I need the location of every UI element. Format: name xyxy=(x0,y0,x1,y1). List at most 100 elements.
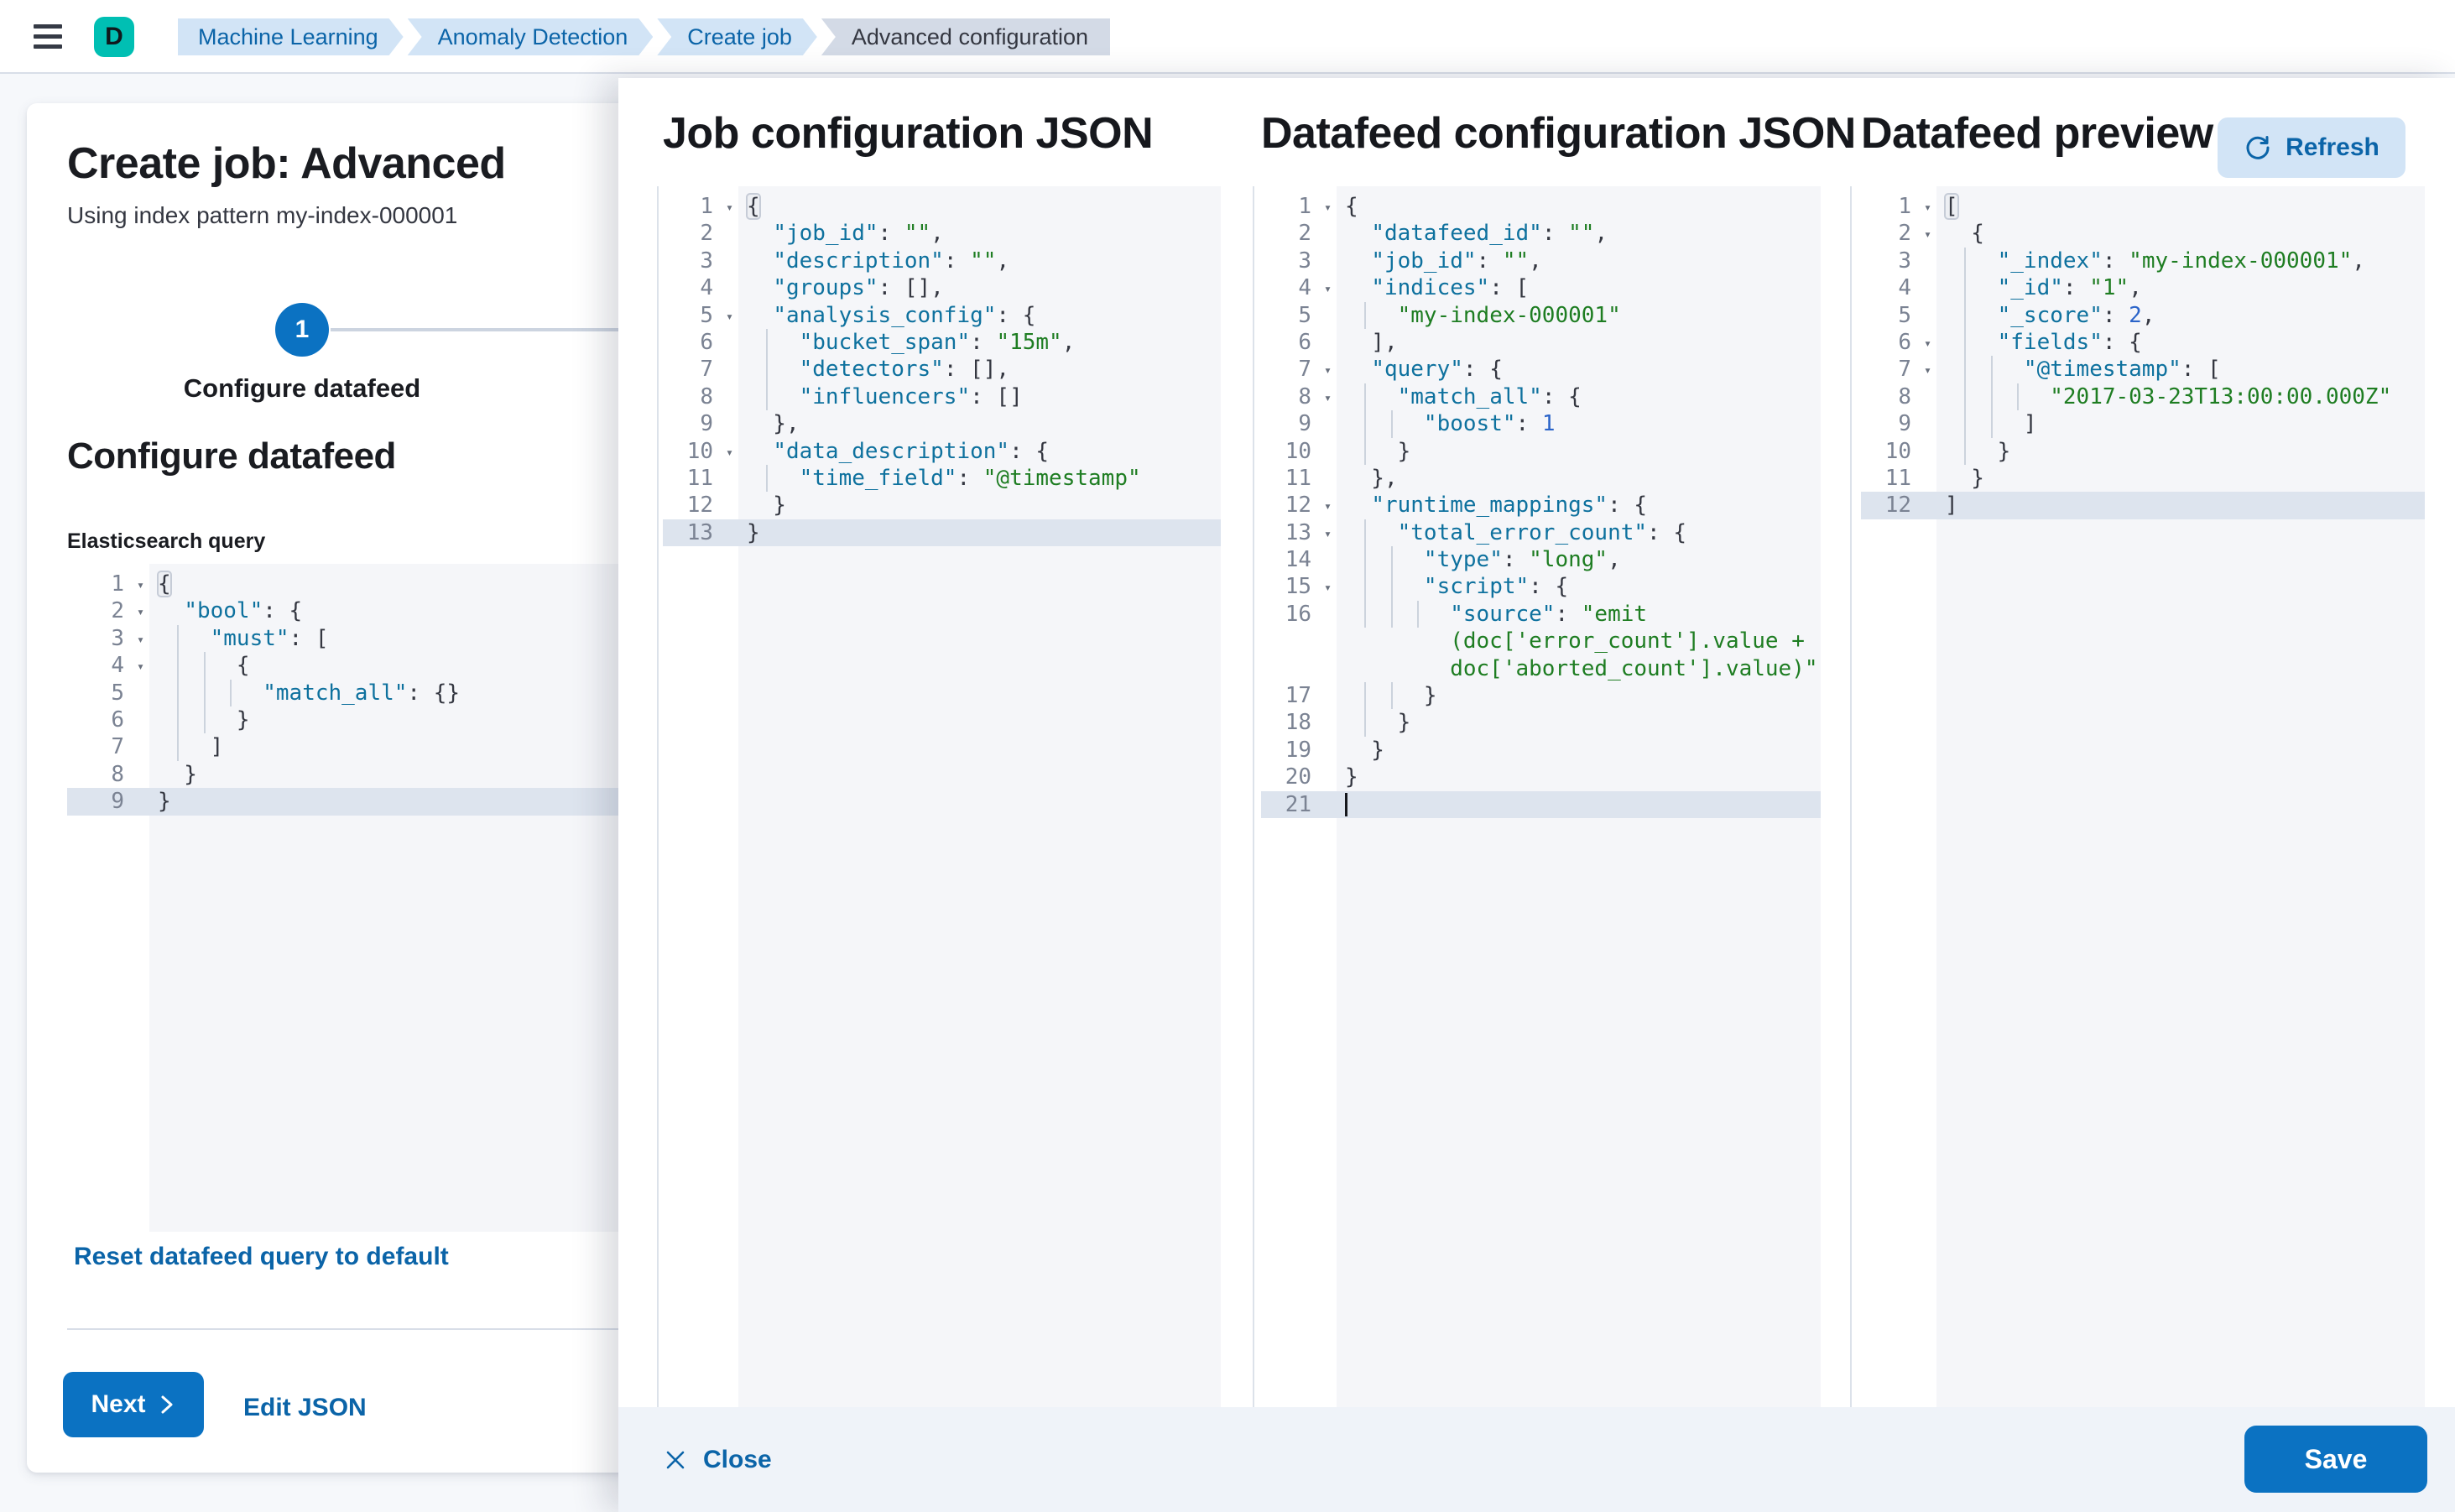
datafeed-preview-editor[interactable]: 1▾[2▾ {3 "_index": "my-index-000001",4 "… xyxy=(1861,186,2425,1407)
fold-toggle-icon[interactable]: ▾ xyxy=(136,577,144,592)
code-line: 10 } xyxy=(1285,437,1411,465)
elasticsearch-query-label: Elasticsearch query xyxy=(67,529,266,553)
code-line: 18 } xyxy=(1285,709,1411,737)
reset-datafeed-query-link[interactable]: Reset datafeed query to default xyxy=(74,1243,449,1270)
code-line: 4▾ "indices": [ xyxy=(1298,275,1530,301)
code-line: 16 "source": "emit xyxy=(1285,600,1648,628)
breadcrumb-item[interactable]: Anomaly Detection xyxy=(408,18,654,55)
code-line: 1▾[ xyxy=(1898,193,1959,220)
refresh-icon xyxy=(2244,133,2272,162)
fold-toggle-icon[interactable]: ▾ xyxy=(1923,362,1931,378)
fold-toggle-icon[interactable]: ▾ xyxy=(1923,227,1931,242)
elasticsearch-query-editor[interactable]: 1▾{2▾ "bool": {3▾ "must": [4▾ {5 "match_… xyxy=(67,564,619,1232)
code-line: 7▾ "@timestamp": [ xyxy=(1898,356,2221,383)
flyout-footer: Close Save xyxy=(618,1407,2455,1512)
code-line: 5 "match_all": {} xyxy=(111,679,461,706)
fold-toggle-icon[interactable]: ▾ xyxy=(1923,335,1931,351)
code-line: 4 "_id": "1", xyxy=(1898,274,2142,302)
code-line: 2 "datafeed_id": "", xyxy=(1298,221,1608,247)
next-button-label: Next xyxy=(91,1390,146,1418)
code-line: 7 "detectors": [], xyxy=(700,356,1010,383)
code-line: 5 "my-index-000001" xyxy=(1298,301,1621,329)
fold-toggle-icon[interactable]: ▾ xyxy=(725,444,733,460)
datafeed-config-editor[interactable]: 1▾{2 "datafeed_id": "",3 "job_id": "",4▾… xyxy=(1261,186,1821,1407)
code-line: 9} xyxy=(67,788,619,816)
code-line: doc['aborted_count'].value)" xyxy=(1345,655,1818,681)
fold-toggle-icon[interactable]: ▾ xyxy=(136,604,144,620)
fold-toggle-icon[interactable]: ▾ xyxy=(725,200,733,215)
code-line: 1▾{ xyxy=(700,193,761,220)
panel-resizer[interactable] xyxy=(1253,186,1254,1407)
section-heading: Configure datafeed xyxy=(67,435,396,477)
code-line: 3 "description": "", xyxy=(700,248,1010,274)
wizard-step-label: Configure datafeed xyxy=(183,373,421,403)
fold-toggle-icon[interactable]: ▾ xyxy=(1323,389,1332,405)
code-line: 3▾ "must": [ xyxy=(111,624,329,653)
datafeed-config-title: Datafeed configuration JSON xyxy=(1261,109,1856,158)
fold-toggle-icon[interactable]: ▾ xyxy=(1323,281,1332,297)
fold-toggle-icon[interactable]: ▾ xyxy=(1323,580,1332,596)
code-line: 1▾{ xyxy=(1298,194,1358,219)
code-line: 6 "bucket_span": "15m", xyxy=(700,328,1076,357)
wizard-step-1[interactable]: 1 xyxy=(275,303,329,357)
fold-toggle-icon[interactable]: ▾ xyxy=(725,308,733,324)
code-line: 2 "job_id": "", xyxy=(700,221,944,247)
code-line: 11 }, xyxy=(1285,465,1398,491)
job-config-title: Job configuration JSON xyxy=(663,109,1154,158)
code-line: 9 }, xyxy=(700,411,800,437)
code-line: 5 "_score": 2, xyxy=(1898,301,2155,329)
code-line: 1▾{ xyxy=(111,571,172,597)
fold-toggle-icon[interactable]: ▾ xyxy=(136,659,144,675)
edit-json-flyout: Job configuration JSON Datafeed configur… xyxy=(618,78,2455,1512)
fold-toggle-icon[interactable]: ▾ xyxy=(1323,200,1332,215)
save-button[interactable]: Save xyxy=(2244,1426,2427,1493)
close-button[interactable]: Close xyxy=(663,1407,772,1512)
panel-resizer[interactable] xyxy=(1850,186,1852,1407)
code-line: 8 "influencers": [] xyxy=(700,383,1023,411)
menu-icon[interactable] xyxy=(34,24,62,50)
code-line: 12] xyxy=(1861,492,2425,519)
code-line: 11 } xyxy=(1884,465,1984,491)
divider xyxy=(67,1328,619,1330)
fold-toggle-icon[interactable]: ▾ xyxy=(136,631,144,647)
code-line: 7▾ "query": { xyxy=(1298,357,1503,383)
code-line: 2▾ "bool": { xyxy=(111,598,303,624)
breadcrumb-item: Advanced configuration xyxy=(821,18,1111,55)
breadcrumb-item[interactable]: Create job xyxy=(657,18,817,55)
code-line: 3 "_index": "my-index-000001", xyxy=(1898,247,2365,275)
code-line: 4 "groups": [], xyxy=(700,275,944,301)
code-line: 10 } xyxy=(1884,437,2011,465)
code-line: 8 "2017-03-23T13:00:00.000Z" xyxy=(1898,383,2392,411)
code-line: 19 } xyxy=(1285,737,1384,763)
refresh-button-label: Refresh xyxy=(2286,133,2379,161)
refresh-button[interactable]: Refresh xyxy=(2218,117,2405,178)
code-line: 8▾ "match_all": { xyxy=(1298,383,1582,411)
panel-divider[interactable] xyxy=(657,186,659,1407)
page-title: Create job: Advanced xyxy=(67,139,506,188)
fold-toggle-icon[interactable]: ▾ xyxy=(1923,200,1931,215)
code-line: 14 "type": "long", xyxy=(1285,546,1621,574)
chevron-right-icon xyxy=(158,1392,176,1417)
fold-toggle-icon[interactable]: ▾ xyxy=(1323,498,1332,514)
code-line: 4▾ { xyxy=(111,652,250,680)
next-button[interactable]: Next xyxy=(63,1372,204,1437)
code-line: 12 } xyxy=(686,493,786,519)
code-line: 2▾ { xyxy=(1898,221,1984,247)
code-line: 6 } xyxy=(111,706,250,734)
code-line: 5▾ "analysis_config": { xyxy=(700,302,1036,328)
space-avatar[interactable]: D xyxy=(94,17,134,57)
edit-json-link[interactable]: Edit JSON xyxy=(243,1394,367,1421)
fold-toggle-icon[interactable]: ▾ xyxy=(1323,525,1332,541)
breadcrumb-item[interactable]: Machine Learning xyxy=(178,18,404,55)
fold-toggle-icon[interactable]: ▾ xyxy=(1323,362,1332,378)
code-line: 15▾ "script": { xyxy=(1285,573,1569,601)
code-line: 13▾ "total_error_count": { xyxy=(1285,519,1687,547)
text-cursor xyxy=(1345,792,1347,816)
code-line: 17 } xyxy=(1285,682,1437,710)
close-button-label: Close xyxy=(703,1445,772,1473)
job-config-editor[interactable]: 1▾{2 "job_id": "",3 "description": "",4 … xyxy=(663,186,1221,1407)
page-subtitle: Using index pattern my-index-000001 xyxy=(67,202,458,228)
code-line: 7 ] xyxy=(111,733,224,761)
code-line: 12▾ "runtime_mappings": { xyxy=(1285,493,1648,519)
